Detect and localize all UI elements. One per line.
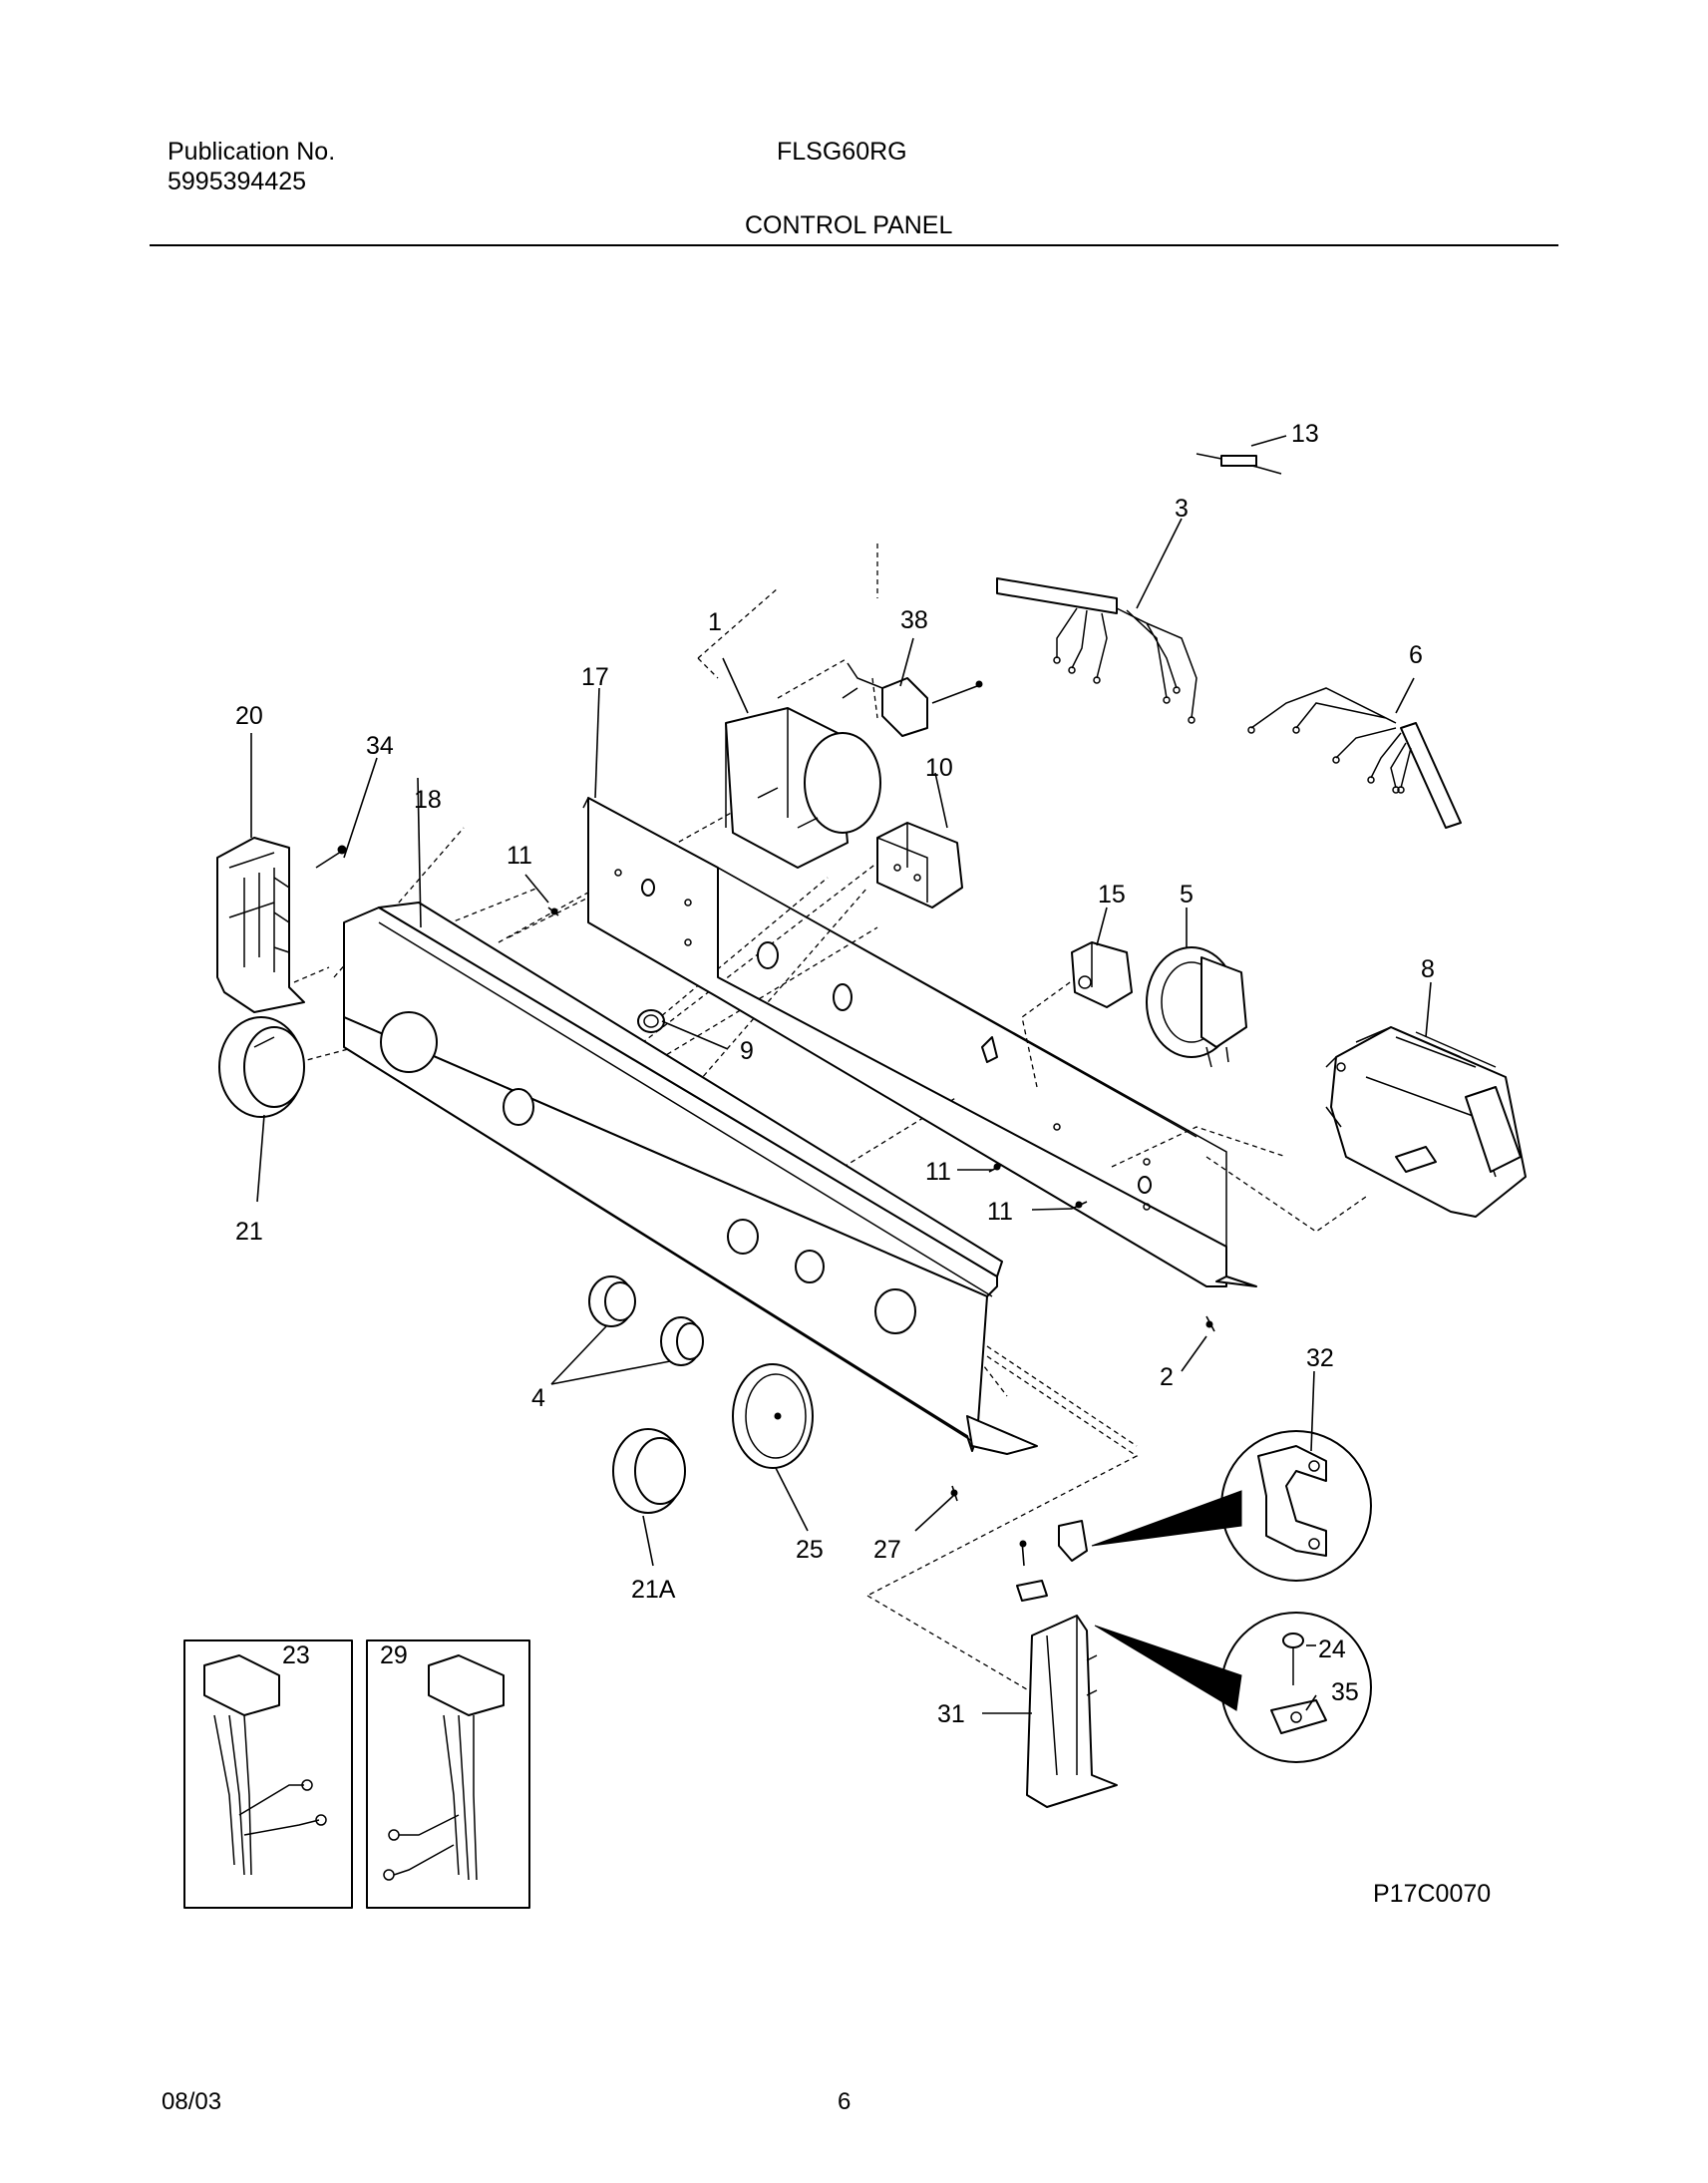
callout-15: 15 (1098, 881, 1126, 909)
callout-24: 24 (1318, 1636, 1346, 1663)
part-34-screw (315, 845, 347, 869)
callout-32: 32 (1306, 1344, 1334, 1372)
callout-labels: 13 3 6 1 38 10 17 20 34 18 11 15 5 8 9 1… (235, 420, 1435, 1728)
callout-17: 17 (581, 663, 609, 691)
part-25-dial (732, 1363, 814, 1469)
part-9-plug (637, 1009, 665, 1033)
callout-13: 13 (1291, 420, 1319, 448)
part-13-link (1196, 453, 1282, 475)
callout-11-low: 11 (987, 1198, 1013, 1226)
callout-29: 29 (380, 1641, 408, 1669)
leader-lines (250, 435, 1432, 1714)
callout-27: 27 (873, 1536, 901, 1564)
callout-34: 34 (366, 732, 394, 760)
part-27-screw (950, 1485, 958, 1502)
callout-3: 3 (1175, 495, 1189, 523)
publication-label: Publication No. (168, 138, 336, 166)
callout-1: 1 (708, 608, 722, 636)
part-10-switch (876, 822, 963, 909)
callout-8: 8 (1421, 955, 1435, 983)
header-rule (150, 244, 1558, 246)
part-1-timer (725, 707, 881, 869)
callout-21a: 21A (631, 1576, 676, 1604)
callout-11-mid: 11 (925, 1158, 951, 1186)
figure-id: P17C0070 (1373, 1880, 1492, 1908)
part-38-component (842, 662, 983, 737)
section-title: CONTROL PANEL (745, 211, 953, 239)
publication-number: 5995394425 (168, 168, 307, 195)
part-31-end-cap (1016, 1520, 1118, 1808)
callout-31: 31 (937, 1700, 965, 1728)
part-21a-knob (612, 1428, 686, 1514)
part-5-pressure-switch (1146, 946, 1247, 1068)
inset-23-harness (183, 1639, 353, 1909)
callout-23: 23 (282, 1641, 310, 1669)
part-20-end-bracket (216, 837, 305, 1013)
callout-9: 9 (740, 1037, 754, 1065)
part-18-control-panel (343, 902, 1038, 1455)
callout-10: 10 (925, 754, 953, 782)
callout-25: 25 (796, 1536, 824, 1564)
callout-11-top: 11 (507, 842, 532, 870)
part-11-screws (547, 907, 1088, 1210)
model-number: FLSG60RG (777, 138, 907, 166)
callout-18: 18 (414, 786, 442, 814)
part-15-selector-switch (1071, 941, 1133, 1008)
footer-date: 08/03 (162, 2088, 222, 2115)
callout-4: 4 (531, 1384, 545, 1412)
part-3-wire-harness (996, 577, 1197, 724)
part-6-wire-harness (1247, 687, 1462, 829)
callout-2: 2 (1160, 1363, 1174, 1391)
callout-6: 6 (1409, 641, 1423, 669)
inset-29-harness (366, 1639, 530, 1909)
callout-35: 35 (1331, 1678, 1359, 1706)
part-2-screw (1205, 1315, 1215, 1332)
part-21-knob (218, 1016, 305, 1118)
callout-20: 20 (235, 702, 263, 730)
page-number: 6 (838, 2088, 852, 2115)
callout-21: 21 (235, 1218, 263, 1246)
part-17-rear-bracket (582, 797, 1257, 1287)
detail-24-35 (1094, 1612, 1372, 1763)
callout-5: 5 (1180, 881, 1194, 909)
part-4-knobs (588, 1275, 704, 1366)
detail-32 (1091, 1430, 1372, 1582)
part-8-water-valve (1325, 1026, 1527, 1218)
callout-38: 38 (900, 606, 928, 634)
